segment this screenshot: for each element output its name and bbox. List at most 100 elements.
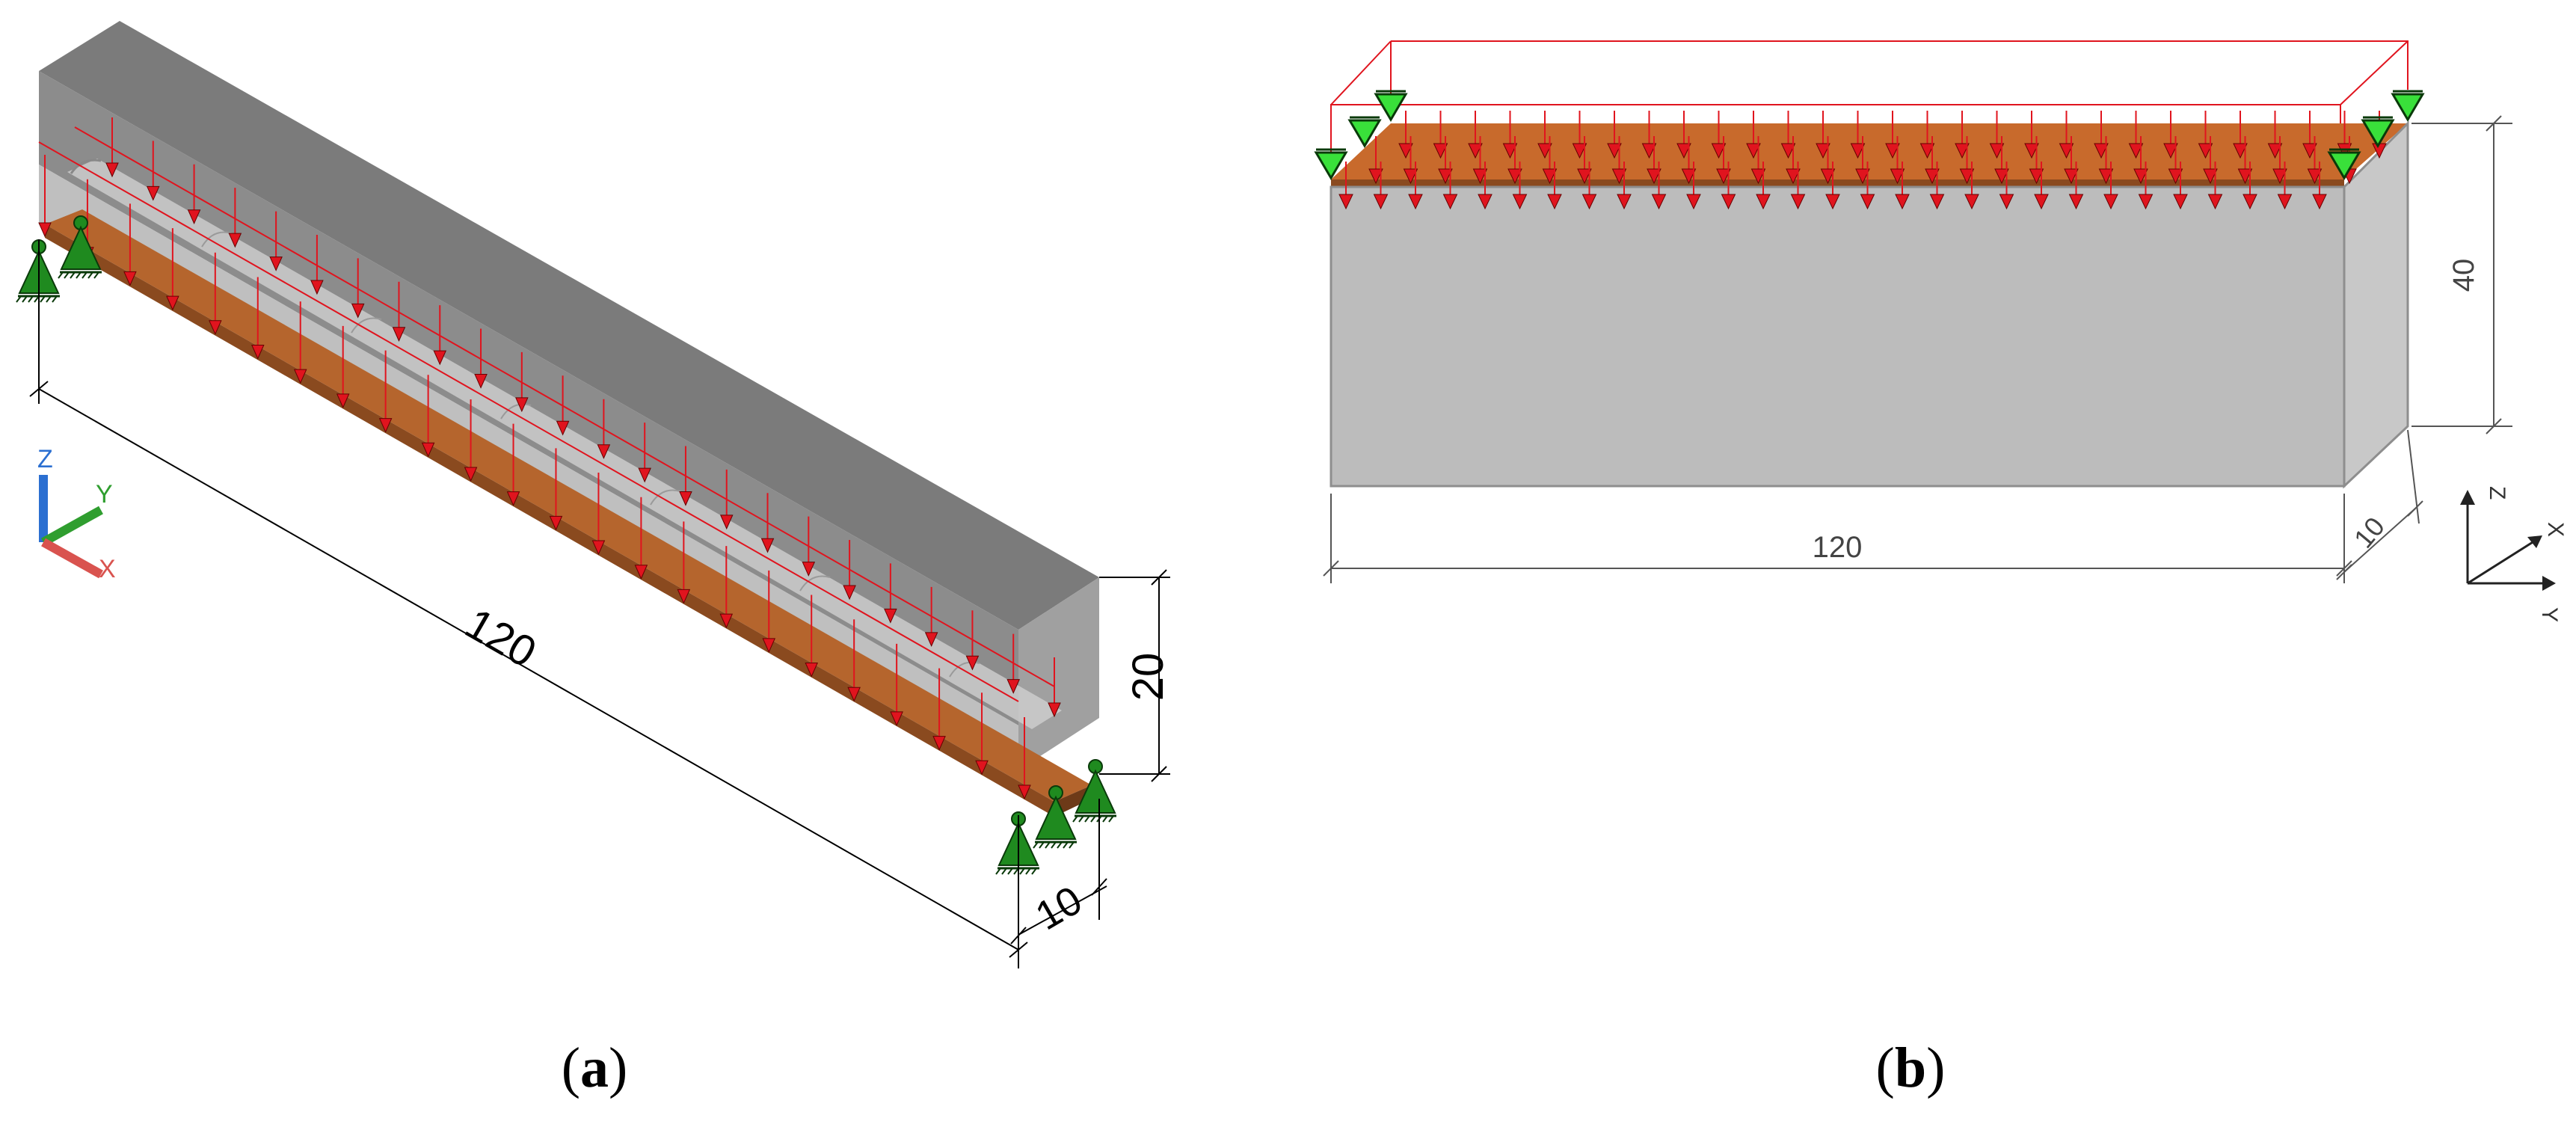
dim-b-height-label: 40 <box>2447 259 2480 292</box>
load-arrow-head <box>336 393 350 409</box>
dimension-b-length <box>1323 494 2352 583</box>
load-arrow-head <box>1964 194 1979 210</box>
load-arrow-head <box>1572 143 1587 159</box>
load-arrow-head <box>2103 194 2118 210</box>
support-hatch <box>1039 841 1045 849</box>
support-triangle <box>2361 119 2395 148</box>
dim-a-width-label: 10 <box>1028 877 1089 939</box>
load-arrow-head <box>1542 168 1558 185</box>
load-arrow-head <box>1442 194 1458 210</box>
load-arrow-head <box>2207 194 2223 210</box>
caption-a-open: ( <box>561 1037 580 1099</box>
load-arrow-head <box>1398 143 1413 159</box>
caption-b-open: ( <box>1875 1037 1895 1099</box>
dim-a-height-label: 20 <box>1124 653 1172 701</box>
load-arrow-head <box>1468 143 1483 159</box>
load-arrow-head <box>1676 143 1691 159</box>
load-arrow-head <box>2198 143 2213 159</box>
load-arrow-head <box>638 467 651 483</box>
support-hatch <box>1019 867 1025 875</box>
axis-a-z-label: Z <box>37 445 53 473</box>
load-arrow-head <box>351 303 365 319</box>
load-arrow-head <box>105 162 119 178</box>
load-arrow-head <box>2243 194 2257 210</box>
dim-a-length-label: 120 <box>458 599 544 678</box>
load-arrow-head <box>679 491 692 506</box>
load-arrow-head <box>1929 194 1945 210</box>
support-hatch <box>1025 867 1031 875</box>
caption-a: (a) <box>562 1036 628 1101</box>
support-hatch <box>1063 841 1069 849</box>
plate-a-end <box>1054 785 1092 817</box>
axis-a-x-label: X <box>99 555 116 583</box>
load-arrow-head <box>1651 194 1667 210</box>
load-arrow-head <box>1999 194 2014 210</box>
load-arrow-head <box>1478 194 1493 210</box>
support-triangle <box>1314 151 1348 180</box>
supports-b <box>1314 90 2425 180</box>
load-arrow-head <box>2272 168 2287 185</box>
load-arrow-head <box>2233 143 2248 159</box>
caption-b-close: ) <box>1926 1037 1946 1099</box>
load-arrow-head <box>2128 143 2144 159</box>
load-arrows-b <box>1338 111 2387 210</box>
beam-b-front-face <box>1330 185 2346 488</box>
plate-b-top <box>1331 123 2408 179</box>
load-arrow-head <box>209 320 222 336</box>
load-arrow-head <box>1716 168 1731 185</box>
load-arrow-head <box>1681 168 1697 185</box>
load-arrow-head <box>1373 194 1389 210</box>
load-arrow-head <box>293 369 307 384</box>
load-arrows-a <box>38 117 1061 800</box>
caption-a-letter: a <box>580 1037 609 1099</box>
load-arrow-head <box>2203 168 2218 185</box>
axis-b-z-label: Z <box>2485 486 2509 500</box>
load-arrow-head <box>677 589 691 604</box>
load-arrow-head <box>2094 143 2109 159</box>
load-arrow-head <box>1780 143 1796 159</box>
axis-b-x-label: X <box>2543 522 2568 537</box>
load-arrow-head <box>1502 143 1518 159</box>
caption-b: (b) <box>1876 1036 1946 1101</box>
panel-b-diagram: 120 40 10 Z X Y <box>1314 40 2568 622</box>
load-arrow-head <box>2029 168 2044 185</box>
caption-a-close: ) <box>609 1037 628 1099</box>
support-hatch <box>1069 841 1075 849</box>
load-arrow-head <box>1721 194 1736 210</box>
load-arrow-head <box>2237 168 2253 185</box>
axis-triad-a: Z Y X <box>37 445 116 583</box>
load-arrow-head <box>1820 168 1836 185</box>
support-hatch <box>1051 841 1057 849</box>
load-arrow-head <box>1816 143 1830 159</box>
load-arrow-head <box>1547 194 1562 210</box>
load-arrow-head <box>464 467 478 482</box>
load-arrow-head <box>269 257 283 271</box>
support-hatch <box>40 295 46 303</box>
rod-a <box>67 159 1062 729</box>
load-arrow-head <box>762 638 776 654</box>
load-arrow-head <box>2168 168 2183 185</box>
load-arrow-head <box>506 491 520 506</box>
support-hatch <box>1078 815 1084 823</box>
load-arrow-head <box>884 608 897 624</box>
load-arrow-head <box>1746 143 1761 159</box>
load-arrow-head <box>965 655 980 671</box>
load-arrow-head <box>2302 143 2317 159</box>
load-arrow-head <box>2059 143 2074 159</box>
load-arrow-head <box>591 540 606 556</box>
load-arrow-head <box>1790 194 1806 210</box>
support-hatch <box>1084 815 1090 823</box>
load-arrow-head <box>1433 143 1448 159</box>
load-arrow-head <box>2024 143 2039 159</box>
load-arrow-head <box>1885 143 1900 159</box>
load-arrow-head <box>1989 143 2005 159</box>
load-arrow-head <box>924 632 938 648</box>
support-hatch <box>58 271 64 279</box>
dimension-b-width <box>2336 429 2423 580</box>
load-arrow-head <box>634 565 648 580</box>
load-arrow-head <box>251 344 265 360</box>
support-hatch <box>22 295 28 303</box>
support-triangle <box>60 225 102 270</box>
load-arrow-head <box>1048 702 1061 718</box>
